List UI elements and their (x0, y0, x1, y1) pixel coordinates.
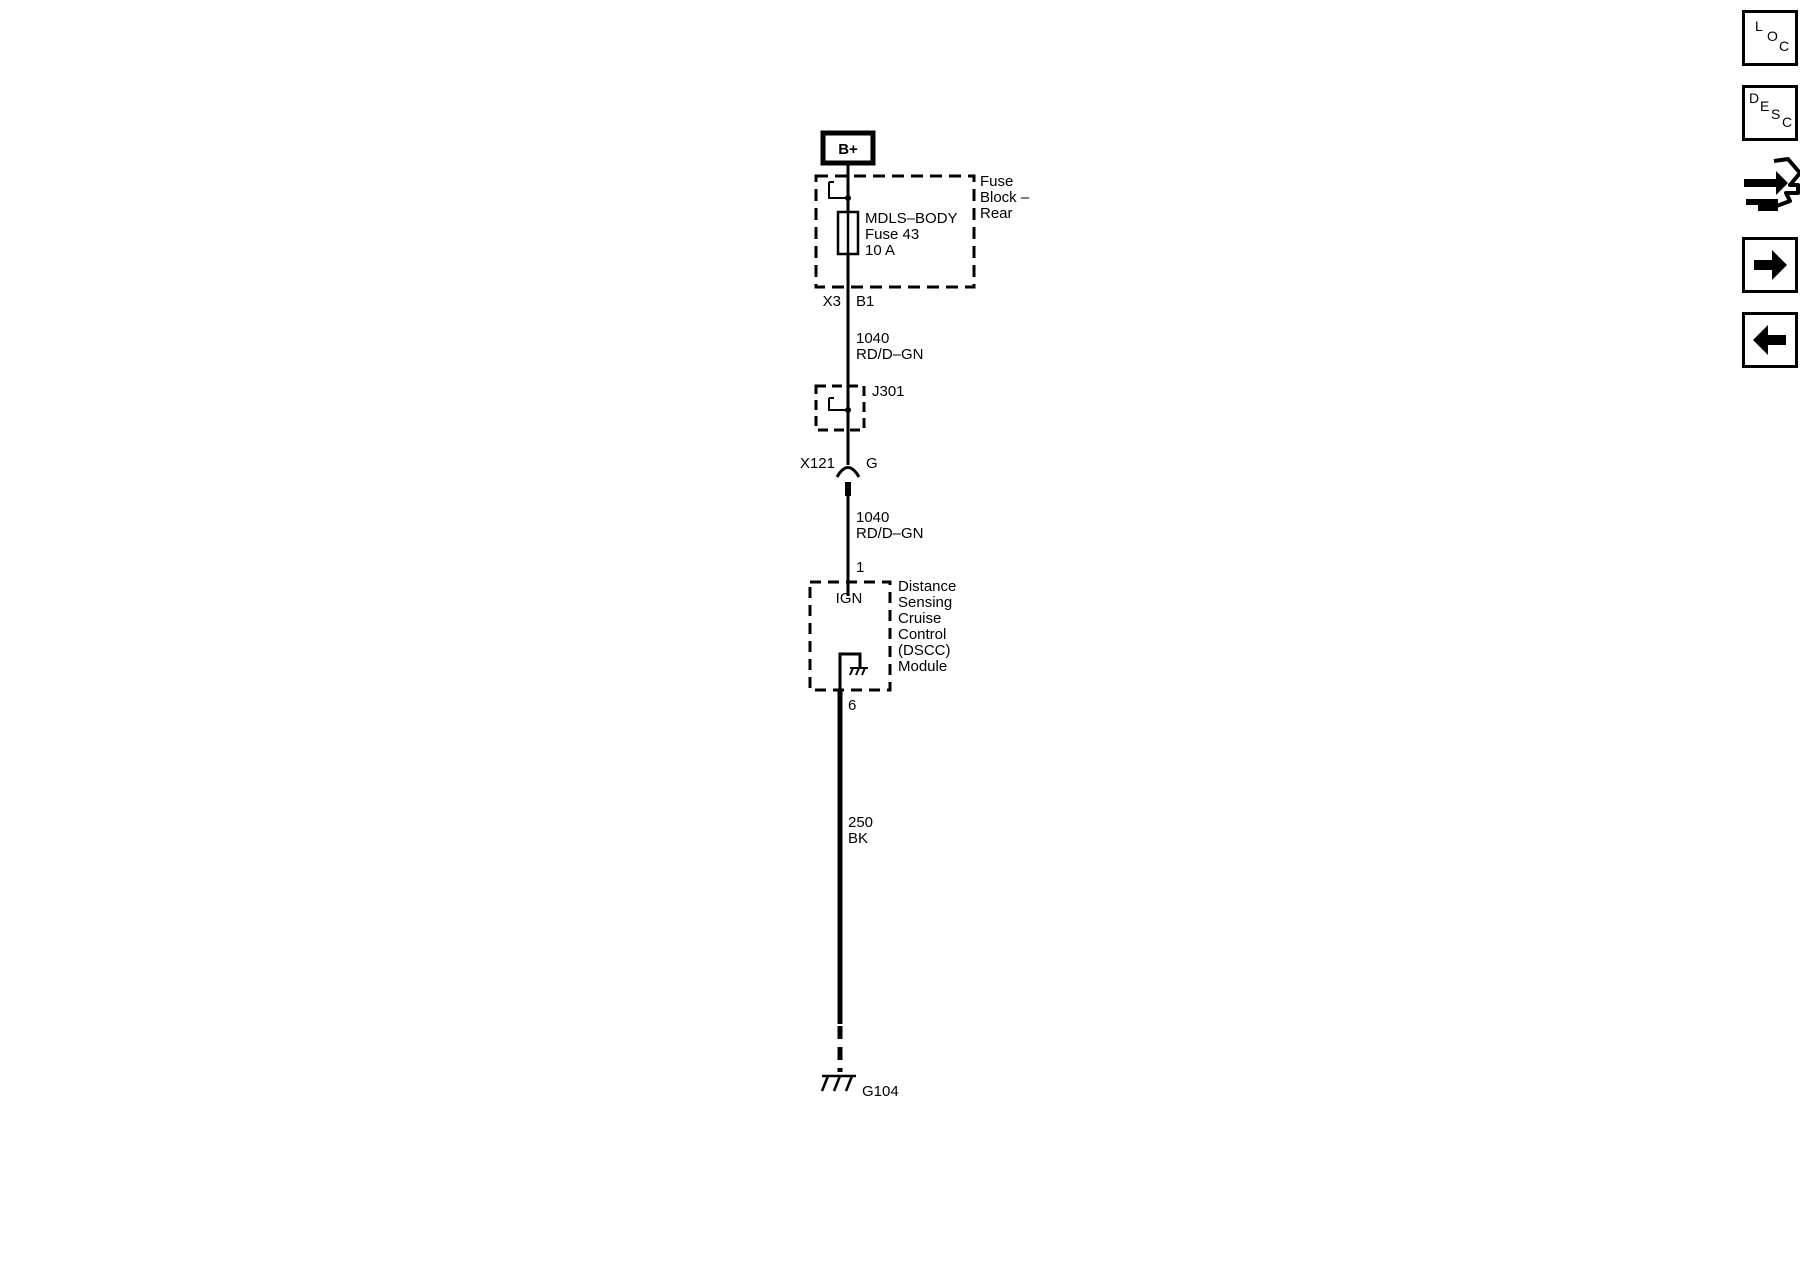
ground-g104-icon (820, 1074, 856, 1092)
fuse-name: MDLS–BODY (865, 210, 958, 227)
fuse-rating: 10 A (865, 242, 895, 259)
desc-letter-c: C (1782, 114, 1793, 130)
desc-letter-d: D (1749, 90, 1760, 106)
module-name-1: Distance (898, 578, 956, 595)
module-pin-in: 1 (856, 559, 864, 576)
next-page-button[interactable] (1742, 237, 1798, 293)
module-pin-out: 6 (848, 697, 856, 714)
fuse-icon (836, 210, 860, 256)
fuse-block-bus-icon (828, 181, 851, 201)
connector-icon (1744, 157, 1800, 211)
module-name-4: Control (898, 626, 946, 643)
wire-upper-circuit: 1040 (856, 330, 889, 347)
wire-middle-color: RD/D–GN (856, 525, 924, 542)
wire-upper-color: RD/D–GN (856, 346, 924, 363)
splice-j301-boundary (814, 384, 866, 432)
module-name-6: Module (898, 658, 947, 675)
fuse-number: Fuse 43 (865, 226, 919, 243)
module-boundary (808, 580, 892, 692)
desc-letter-s: S (1771, 106, 1781, 122)
connector-x3-id: X3 (823, 293, 841, 310)
module-name-2: Sensing (898, 594, 952, 611)
fuse-block-name-3: Rear (980, 205, 1013, 222)
fuse-block-name-1: Fuse (980, 173, 1013, 190)
power-source-label: B+ (838, 141, 858, 158)
loc-letter-o: O (1767, 28, 1778, 44)
splice-j301-icon (828, 397, 851, 413)
arrow-right-icon (1754, 250, 1787, 280)
location-button[interactable]: L O C (1742, 10, 1798, 66)
connector-x121-pin: G (866, 455, 878, 472)
arrow-left-icon (1753, 325, 1786, 355)
module-name-3: Cruise (898, 610, 941, 627)
module-internal-ground-icon (838, 652, 868, 692)
wire-ground-color: BK (848, 830, 868, 847)
fuse-block-boundary (814, 174, 976, 289)
module-name-5: (DSCC) (898, 642, 951, 659)
splice-id: J301 (872, 383, 905, 400)
loc-letter-c: C (1779, 38, 1790, 54)
ground-id: G104 (862, 1083, 899, 1100)
loc-letter-l: L (1755, 18, 1763, 34)
connector-x121-id: X121 (800, 455, 835, 472)
connector-view-button[interactable] (1738, 155, 1800, 217)
previous-page-button[interactable] (1742, 312, 1798, 368)
fuse-block-name-2: Block – (980, 189, 1030, 206)
desc-letter-e: E (1760, 98, 1770, 114)
module-input-label: IGN (836, 590, 863, 607)
power-source-b-plus: B+ (820, 130, 876, 166)
description-button[interactable]: D E S C (1742, 85, 1798, 141)
wire-ground-circuit: 250 (848, 814, 873, 831)
wire-middle-circuit: 1040 (856, 509, 889, 526)
connector-x3-pin: B1 (856, 293, 874, 310)
